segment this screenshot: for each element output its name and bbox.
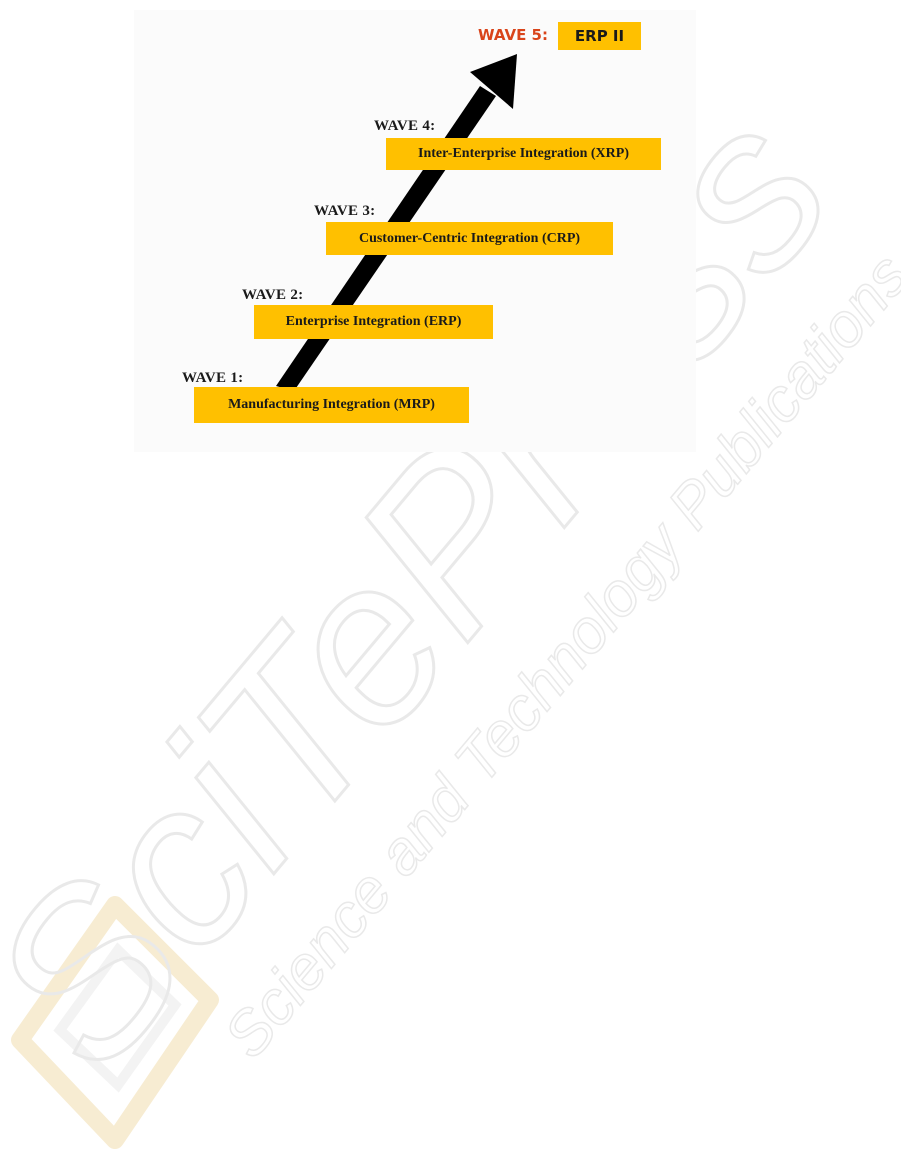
wave-2-label: WAVE 2: — [242, 287, 303, 304]
wave-3-box: Customer-Centric Integration (CRP) — [326, 222, 613, 255]
wave-4-label: WAVE 4: — [374, 118, 435, 135]
wave-1-box: Manufacturing Integration (MRP) — [194, 387, 469, 423]
wave-1-label: WAVE 1: — [182, 370, 243, 387]
wave-5-box: ERP II — [558, 22, 641, 50]
wave-2-box: Enterprise Integration (ERP) — [254, 305, 493, 339]
wave-5-label: WAVE 5: — [478, 26, 548, 44]
wave-3-label: WAVE 3: — [314, 203, 375, 220]
wave-4-box: Inter-Enterprise Integration (XRP) — [386, 138, 661, 170]
